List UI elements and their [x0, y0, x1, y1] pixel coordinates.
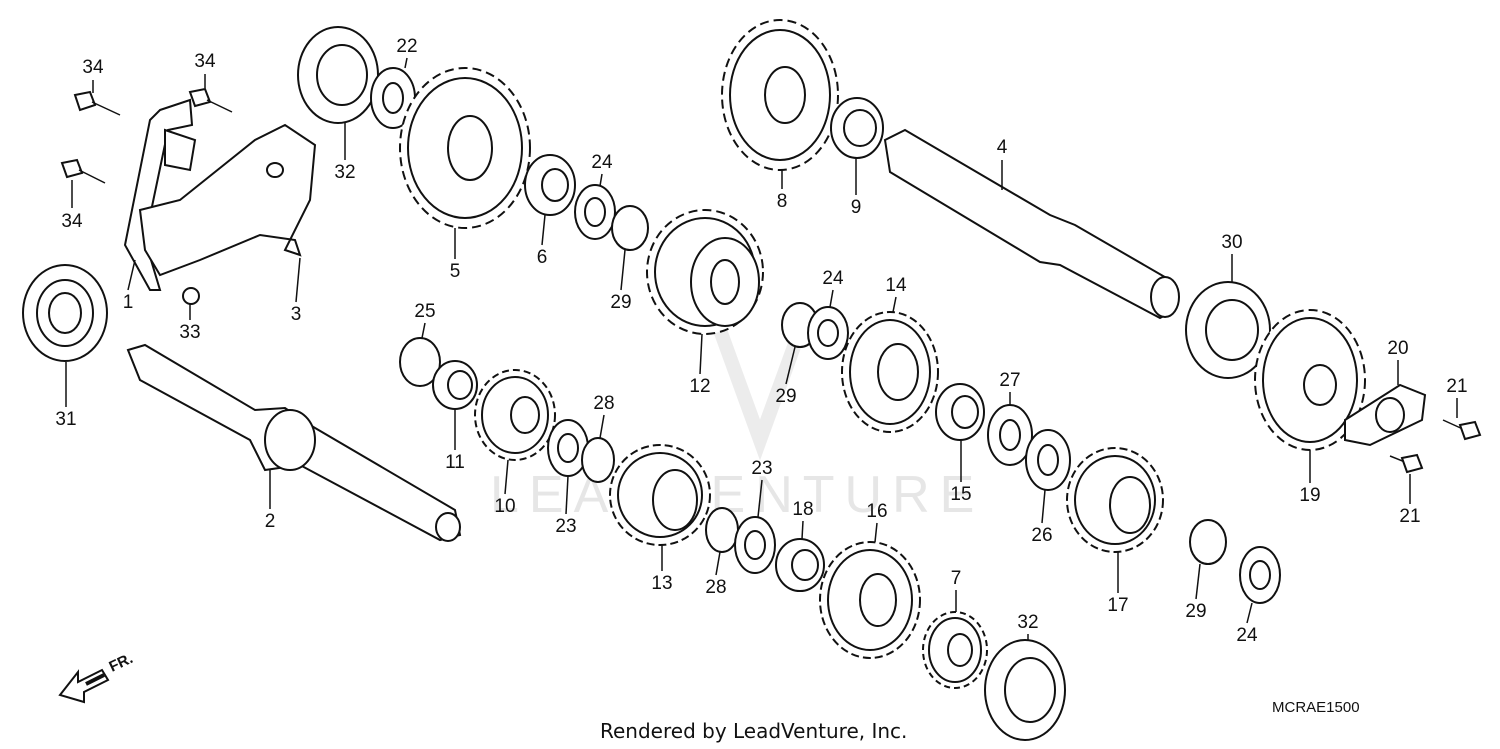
bolt-21-a — [1442, 419, 1482, 441]
callout-32-top: 32 — [334, 162, 355, 183]
gear-12 — [646, 209, 764, 335]
callout-21-b: 21 — [1399, 506, 1420, 527]
washer-25 — [399, 337, 441, 387]
gear-8 — [721, 19, 839, 171]
callout-23-b: 23 — [751, 458, 772, 479]
callout-31: 31 — [55, 409, 76, 430]
callout-5: 5 — [450, 261, 461, 282]
diagram-code: MCRAE1500 — [1272, 699, 1360, 716]
clip-29-a — [611, 205, 649, 251]
callout-30: 30 — [1221, 232, 1242, 253]
plate-20 — [1344, 383, 1427, 447]
callout-16: 16 — [866, 501, 887, 522]
callout-7: 7 — [951, 568, 962, 589]
plate-3 — [138, 123, 317, 277]
gear-16 — [819, 541, 921, 659]
bushing-9 — [830, 97, 884, 159]
callout-24-a: 24 — [591, 152, 613, 173]
bearing-15 — [935, 383, 985, 441]
gear-7 — [922, 611, 988, 689]
callout-13: 13 — [651, 573, 672, 594]
countershaft-2 — [126, 343, 462, 542]
bearing-31 — [22, 264, 108, 362]
bearing-11 — [432, 360, 478, 410]
callout-3: 3 — [291, 304, 302, 325]
callouts: 34 34 34 1 3 33 31 2 32 22 5 6 24 29 8 9… — [55, 36, 1467, 646]
callout-1: 1 — [123, 292, 134, 313]
callout-33: 33 — [179, 322, 200, 343]
front-direction-label: FR. — [107, 650, 136, 676]
bolt-34-b — [188, 87, 233, 113]
credit-text: Rendered by LeadVenture, Inc. — [600, 719, 907, 743]
front-direction-arrow: FR. — [58, 650, 136, 704]
washer-26 — [1025, 429, 1071, 491]
callout-28-b: 28 — [705, 577, 726, 598]
callout-2: 2 — [265, 511, 276, 532]
callout-27: 27 — [999, 370, 1020, 391]
callout-9: 9 — [851, 197, 862, 218]
callout-8: 8 — [777, 191, 788, 212]
callout-34-a: 34 — [82, 57, 104, 78]
callout-20: 20 — [1387, 338, 1408, 359]
bolt-34-c — [60, 158, 106, 184]
callout-21-a: 21 — [1446, 376, 1467, 397]
bolt-34-a — [73, 90, 121, 116]
callout-32-bottom: 32 — [1017, 612, 1038, 633]
callout-26: 26 — [1031, 525, 1052, 546]
washer-23-b — [734, 516, 776, 574]
bearing-32-top — [297, 26, 379, 124]
callout-29-b: 29 — [775, 386, 796, 407]
callout-6: 6 — [537, 247, 548, 268]
callout-25: 25 — [414, 301, 435, 322]
callout-23-a: 23 — [555, 516, 576, 537]
callout-11: 11 — [445, 452, 465, 473]
bearing-18 — [775, 538, 825, 592]
callout-15: 15 — [950, 484, 971, 505]
gear-10 — [474, 369, 556, 461]
callout-10: 10 — [494, 496, 515, 517]
callout-18: 18 — [792, 499, 813, 520]
callout-24-b: 24 — [822, 268, 844, 289]
gear-5 — [399, 67, 531, 229]
gear-14 — [841, 311, 939, 433]
bolt-21-b — [1389, 453, 1424, 474]
clip-28-a — [581, 437, 615, 483]
gear-13 — [609, 444, 711, 546]
callout-19: 19 — [1299, 485, 1320, 506]
washer-27 — [987, 404, 1033, 466]
callout-29-c: 29 — [1185, 601, 1206, 622]
callout-34-c: 34 — [61, 211, 83, 232]
callout-34-b: 34 — [194, 51, 216, 72]
callout-22: 22 — [396, 36, 417, 57]
bearing-30 — [1185, 281, 1271, 379]
washer-33 — [182, 287, 200, 305]
callout-14: 14 — [885, 275, 907, 296]
callout-17: 17 — [1107, 595, 1128, 616]
bushing-6 — [524, 154, 576, 216]
clip-28-b — [705, 507, 739, 553]
washer-24-c — [1239, 546, 1281, 604]
bracket-1 — [123, 98, 197, 291]
washer-24-a — [574, 184, 616, 240]
callout-29-a: 29 — [610, 292, 631, 313]
clip-29-c — [1189, 519, 1227, 565]
mainshaft-4 — [883, 128, 1180, 320]
sprocket-19 — [1254, 309, 1366, 451]
bearing-32-bottom — [984, 639, 1066, 741]
callout-24-c: 24 — [1236, 625, 1258, 646]
callout-12: 12 — [689, 376, 710, 397]
gear-17 — [1066, 447, 1164, 553]
washer-24-b — [807, 306, 849, 360]
callout-4: 4 — [997, 137, 1008, 158]
callout-28-a: 28 — [593, 393, 614, 414]
